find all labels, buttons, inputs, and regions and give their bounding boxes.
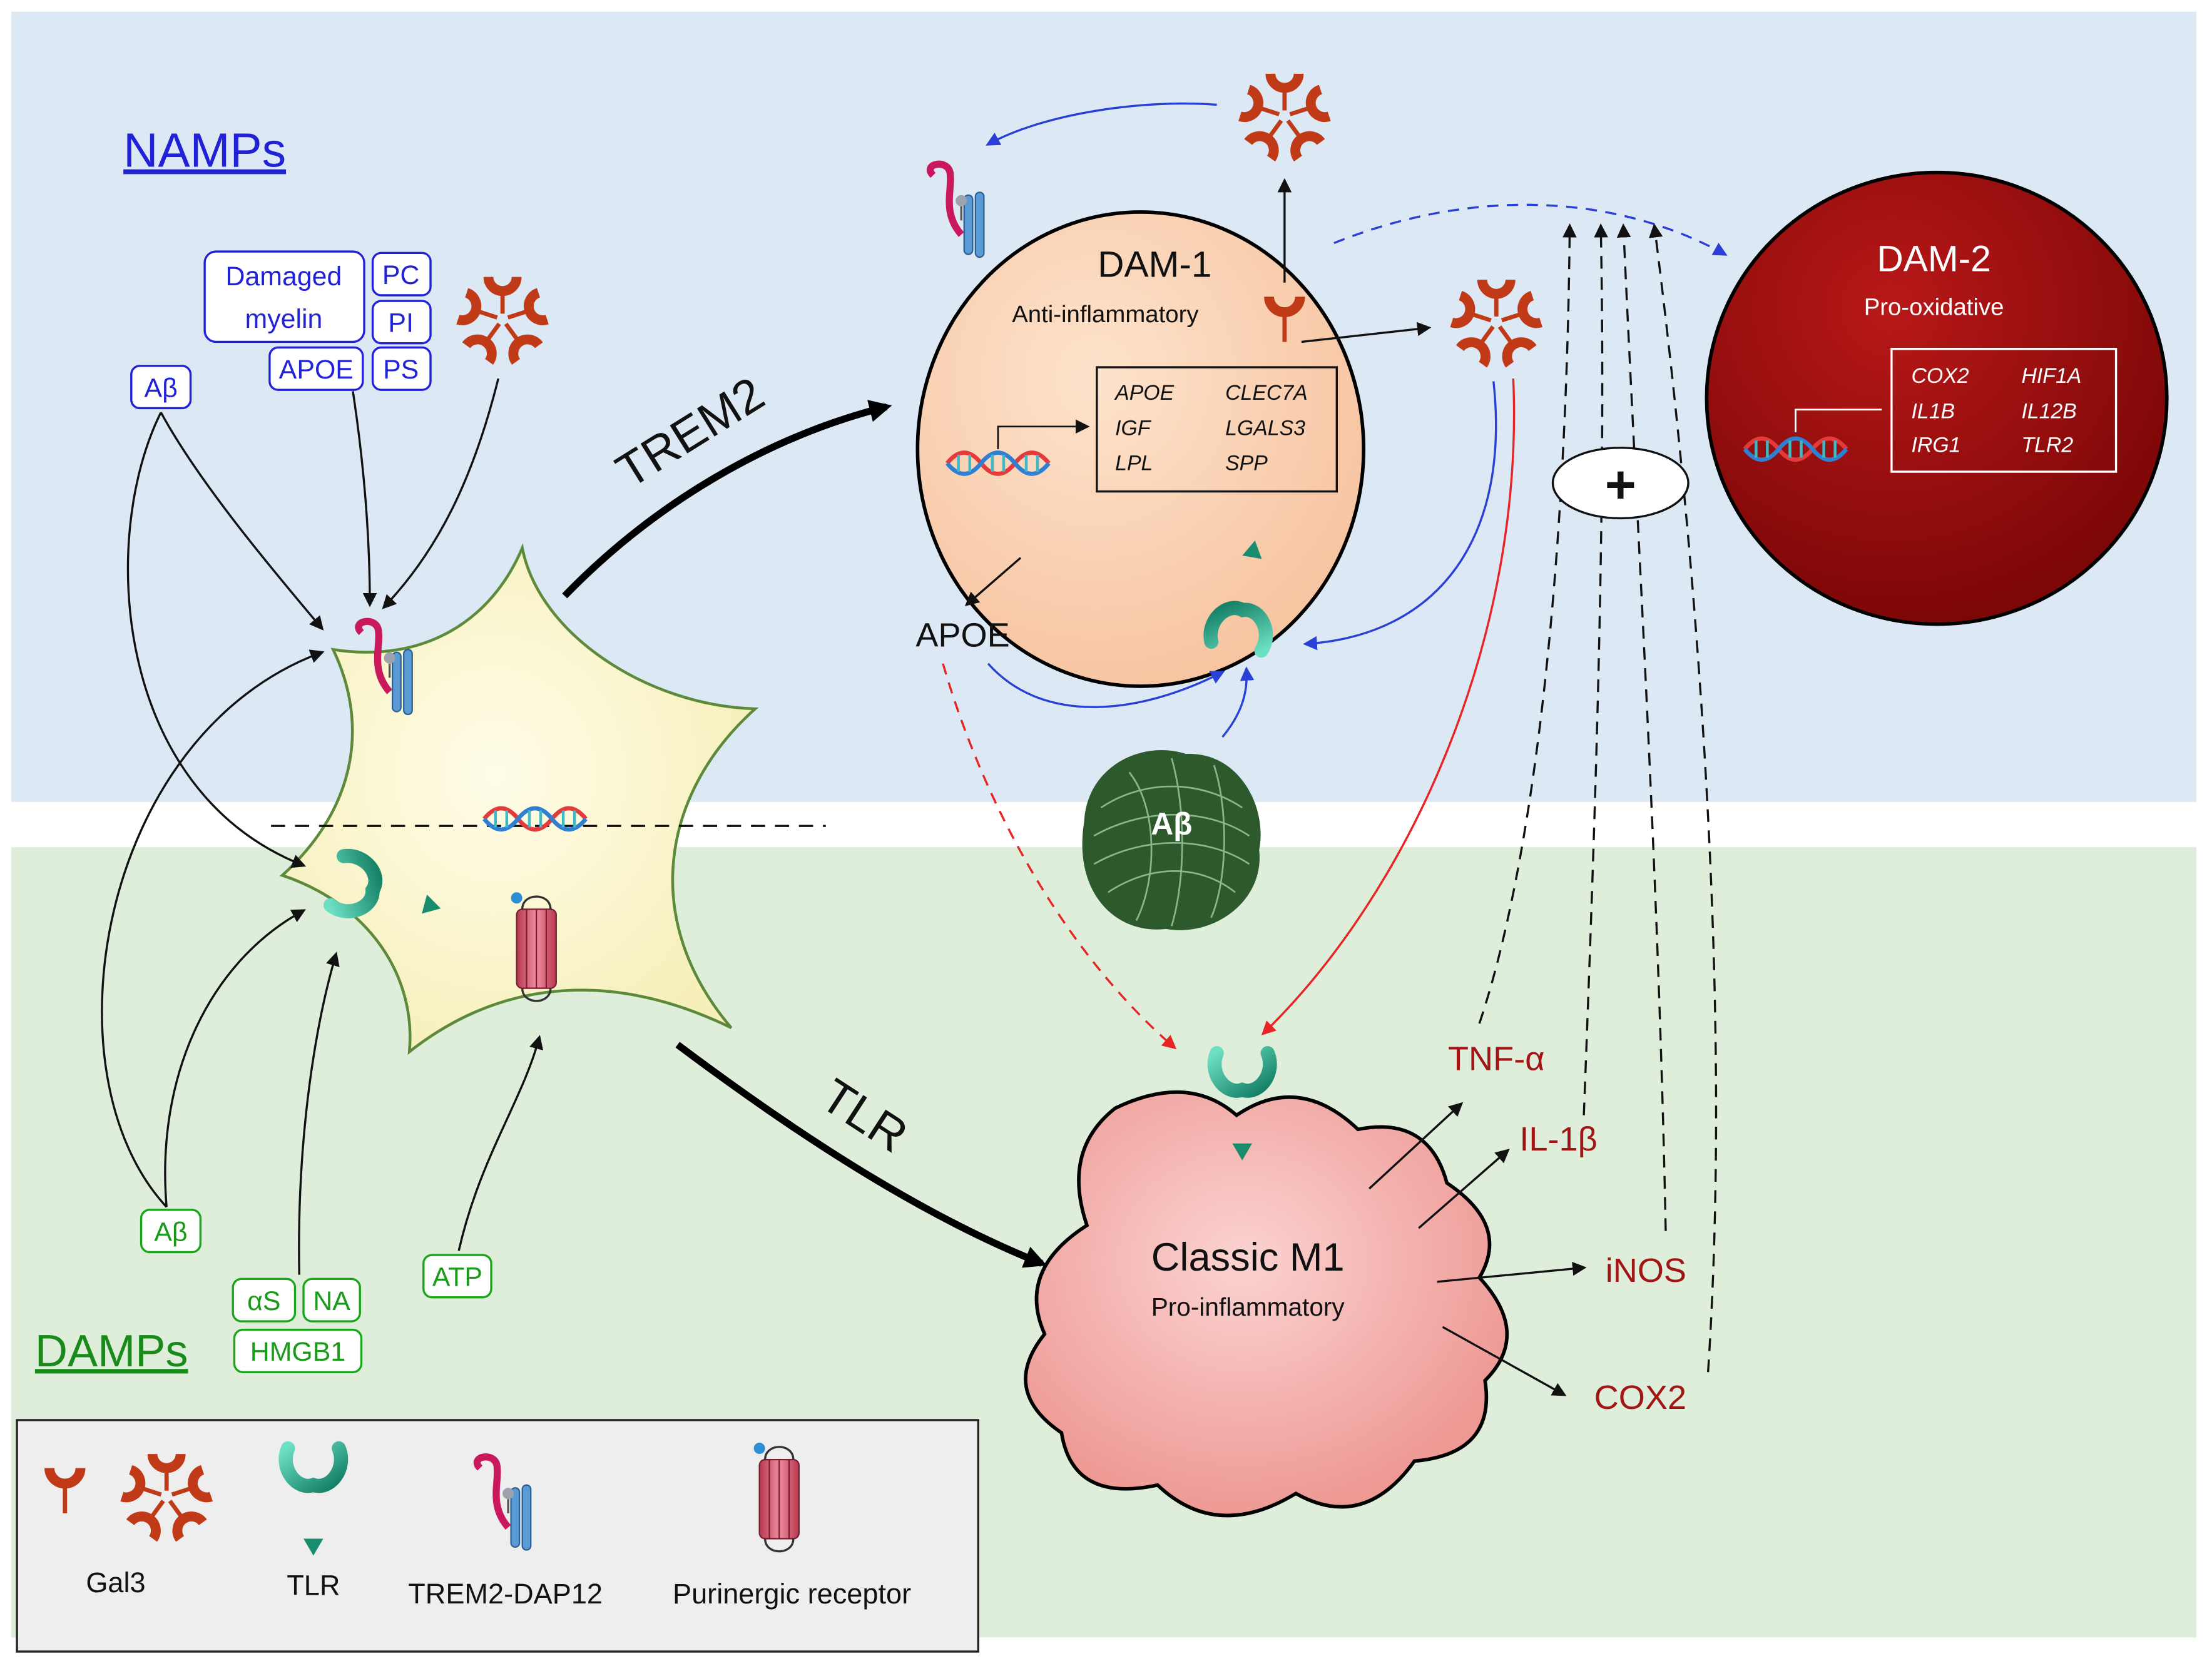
damps-labels: Aβ αS NA HMGB1 ATP bbox=[140, 1209, 492, 1373]
pc-label: PC bbox=[382, 260, 420, 290]
dam2-gene-list: COX2 HIF1A IL1B IL12B IRG1 TLR2 bbox=[1911, 364, 2081, 457]
dam1-title: DAM-1 bbox=[1098, 245, 1211, 285]
dam2-cell bbox=[1705, 170, 2169, 626]
m1-subtitle: Pro-inflammatory bbox=[1151, 1293, 1345, 1321]
legend-purinergic-label: Purinergic receptor bbox=[673, 1578, 911, 1610]
legend-tlr-label: TLR bbox=[287, 1570, 340, 1602]
hmgb1-label: HMGB1 bbox=[250, 1337, 345, 1367]
tlr-pathway-arrow bbox=[675, 1042, 1047, 1268]
dam1-expression-arrow bbox=[997, 419, 1090, 449]
dam2-gene: HIF1A bbox=[2021, 364, 2081, 388]
dam2-gene: IL12B bbox=[2021, 399, 2076, 423]
pi-label: PI bbox=[388, 308, 414, 338]
damps-title: DAMPs bbox=[35, 1326, 188, 1376]
damps-abeta-label: Aβ bbox=[154, 1217, 187, 1247]
dam1-to-dam2-dashed-arrow bbox=[1333, 203, 1728, 256]
cox2-label: COX2 bbox=[1594, 1379, 1686, 1416]
dam2-subtitle: Pro-oxidative bbox=[1864, 294, 2004, 321]
namps-apoe-label: APOE bbox=[279, 355, 354, 385]
abeta-plaque-to-tlr-arrow bbox=[1221, 666, 1255, 738]
namps-title: NAMPs bbox=[123, 124, 286, 178]
synergy-plus-badge bbox=[1551, 446, 1690, 520]
trem2-pathway-arrow bbox=[562, 400, 892, 599]
dam1-apoe-release-arrow bbox=[964, 557, 1022, 607]
gal3-secretion-arrow-right bbox=[1301, 322, 1432, 343]
dam2-gene: IRG1 bbox=[1911, 433, 1960, 457]
legend-gal3-label: Gal3 bbox=[86, 1567, 145, 1598]
dam1-gene-box bbox=[1096, 366, 1338, 493]
gal3-trem2-binding-arrow bbox=[986, 102, 1217, 146]
mediator-feedback-arrows bbox=[1478, 223, 1718, 1373]
dam2-expression-arrow bbox=[1795, 409, 1882, 432]
damps-input-arrows bbox=[101, 649, 543, 1275]
m1-output-arrows bbox=[1368, 1102, 1587, 1396]
synergy-plus-sign: + bbox=[1605, 455, 1636, 515]
dam2-gene: COX2 bbox=[1911, 364, 1969, 388]
apoe-mediator-label: APOE bbox=[915, 617, 1009, 654]
apoe-to-m1-dashed-arrow bbox=[942, 663, 1177, 1050]
dam1-gene: SPP bbox=[1225, 452, 1268, 475]
dam2-gene: IL1B bbox=[1911, 399, 1955, 423]
na-label: NA bbox=[313, 1286, 350, 1316]
namps-labels: Aβ Damaged myelin PC PI APOE PS bbox=[130, 250, 432, 410]
m1-mediators: TNF-α IL-1β iNOS COX2 bbox=[1448, 1040, 1686, 1416]
abeta-plaque-label: Aβ bbox=[1151, 806, 1192, 841]
dam1-gene: APOE bbox=[1114, 381, 1174, 405]
m1-title: Classic M1 bbox=[1151, 1236, 1345, 1279]
classic-m1-cell bbox=[1024, 1090, 1509, 1518]
namps-input-arrows bbox=[126, 378, 499, 868]
ps-label: PS bbox=[383, 355, 419, 385]
dam1-gene: IGF bbox=[1115, 416, 1152, 440]
damaged-myelin-label-1: Damaged bbox=[226, 262, 342, 292]
namps-abeta-label: Aβ bbox=[145, 373, 178, 403]
damaged-myelin-label-2: myelin bbox=[245, 304, 323, 334]
tnf-alpha-label: TNF-α bbox=[1448, 1040, 1545, 1077]
dam1-gene: LGALS3 bbox=[1225, 416, 1305, 440]
legend-trem2-label: TREM2-DAP12 bbox=[408, 1578, 603, 1610]
dam1-gene: LPL bbox=[1115, 452, 1153, 475]
dam1-gene: CLEC7A bbox=[1225, 381, 1308, 405]
gal3-to-m1-arrow bbox=[1261, 378, 1516, 1035]
dam1-gene-list: APOE CLEC7A IGF LGALS3 LPL SPP bbox=[1114, 381, 1308, 475]
atp-label: ATP bbox=[432, 1262, 482, 1293]
gal3-tlr-binding-arrow bbox=[1303, 381, 1497, 651]
legend-box bbox=[16, 1419, 980, 1653]
inos-label: iNOS bbox=[1606, 1252, 1686, 1289]
apoe-to-tlr-arrow bbox=[987, 663, 1225, 708]
dam2-gene: TLR2 bbox=[2021, 433, 2073, 457]
dam1-subtitle: Anti-inflammatory bbox=[1012, 301, 1199, 328]
il1b-label: IL-1β bbox=[1519, 1120, 1597, 1158]
dam2-gene-box bbox=[1890, 348, 2118, 473]
alpha-synuclein-label: αS bbox=[247, 1286, 280, 1316]
dam2-title: DAM-2 bbox=[1877, 239, 1990, 280]
abeta-plaque-icon bbox=[1082, 750, 1261, 930]
